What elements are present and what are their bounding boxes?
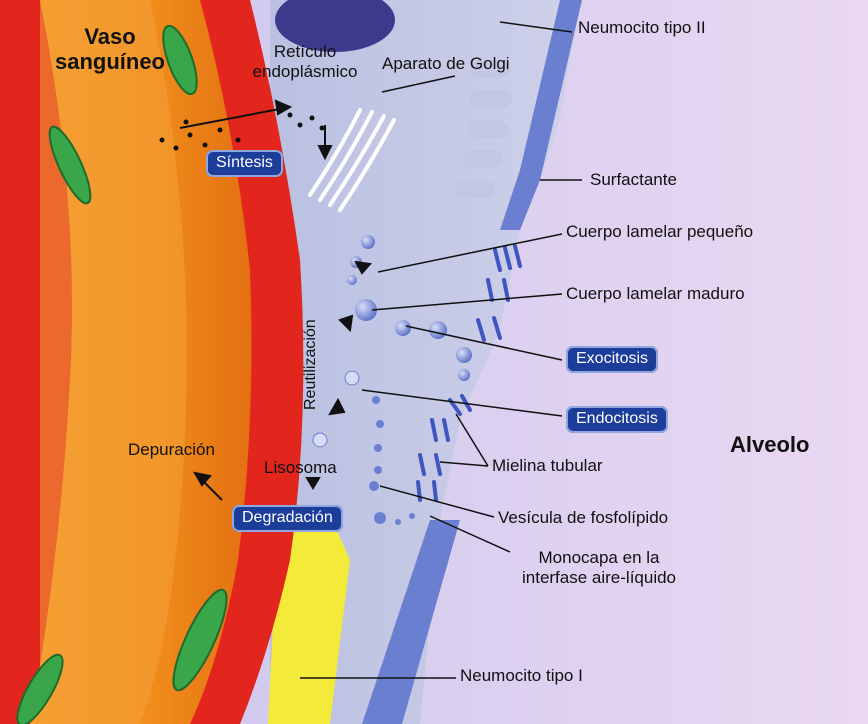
label-reticulo: Retículo endoplásmico [235,42,375,81]
badge-exocitosis: Exocitosis [566,346,658,373]
label-neumocito-ii: Neumocito tipo II [578,18,706,38]
label-vesicula: Vesícula de fosfolípido [498,508,668,528]
label-reutilizacion: Reutilización [302,319,320,410]
label-alveolo: Alveolo [730,432,809,457]
label-golgi: Aparato de Golgi [382,54,510,74]
label-neumocito-i: Neumocito tipo I [460,666,583,686]
label-mielina: Mielina tubular [492,456,603,476]
label-monocapa: Monocapa en la interfase aire-líquido [504,548,694,587]
badge-sintesis: Síntesis [206,150,283,177]
label-cuerpo-maduro: Cuerpo lamelar maduro [566,284,745,304]
label-lisosoma: Lisosoma [264,458,337,478]
label-cuerpo-pequeno: Cuerpo lamelar pequeño [566,222,753,242]
label-surfactante: Surfactante [590,170,677,190]
label-depuracion: Depuración [128,440,215,460]
vessel-highlight [40,0,187,724]
label-vaso-sanguineo: Vaso sanguíneo [30,24,190,75]
badge-degradacion: Degradación [232,505,343,532]
badge-endocitosis: Endocitosis [566,406,668,433]
